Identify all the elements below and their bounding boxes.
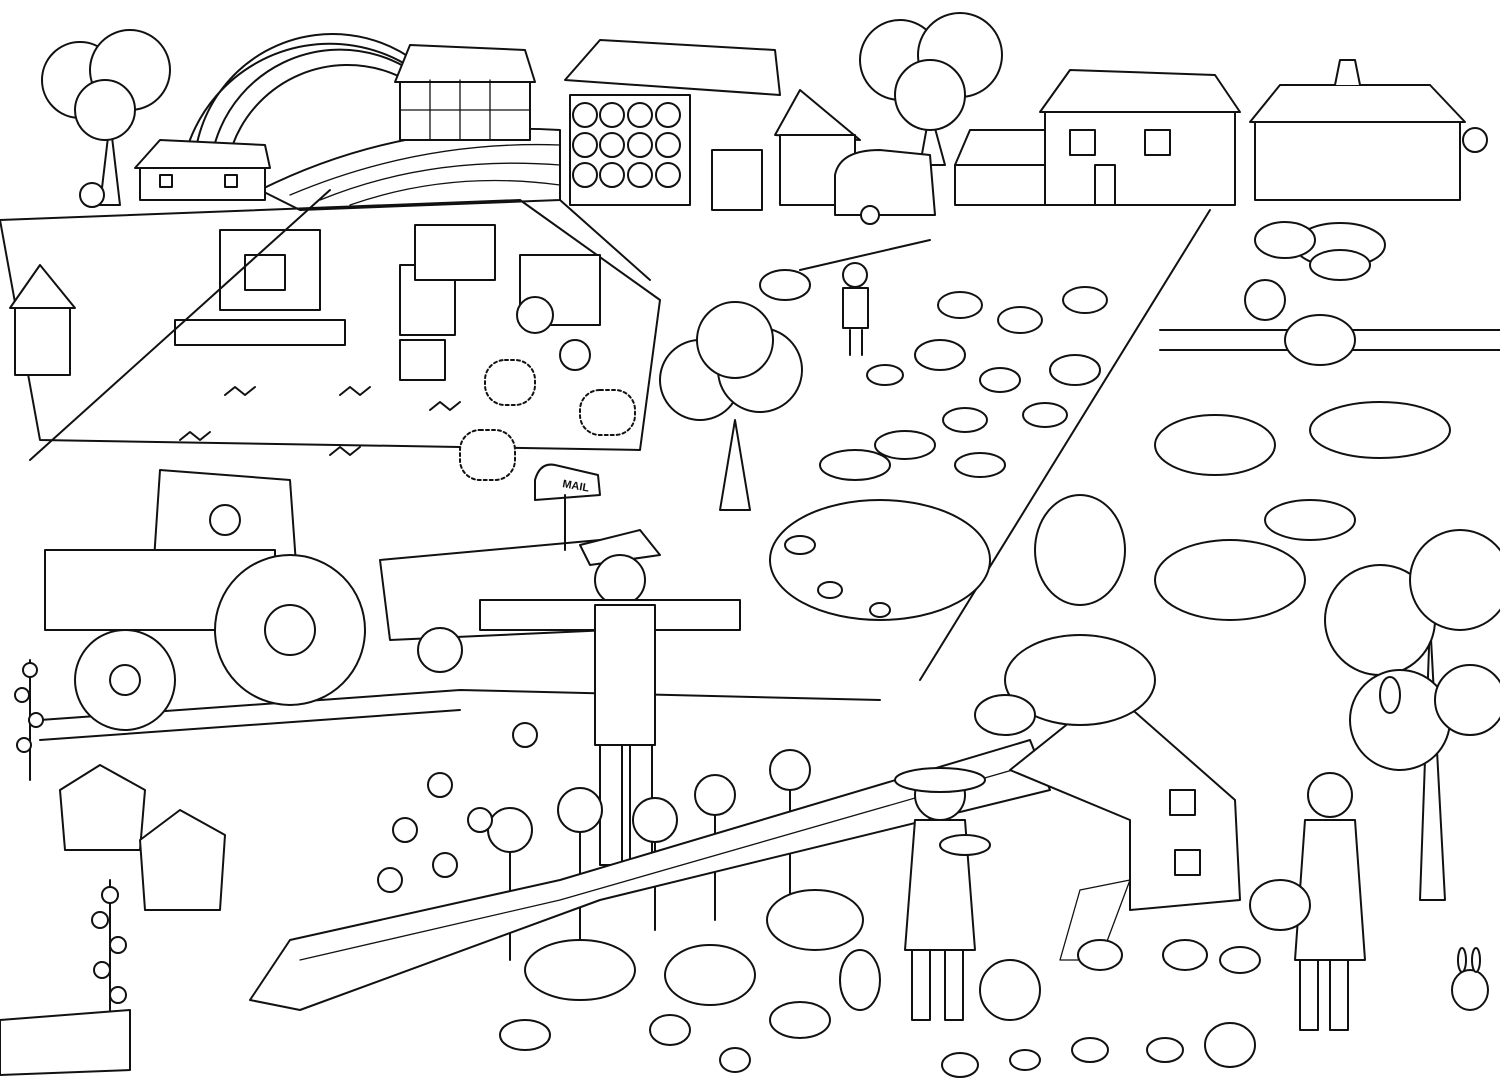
hollyhocks xyxy=(14,659,127,1011)
shed-left xyxy=(9,264,76,376)
hay-bales xyxy=(459,359,636,481)
farmhouse-left xyxy=(134,139,271,201)
barn-timber xyxy=(394,44,536,141)
cottage xyxy=(954,69,1241,206)
mailbox-label: MAIL xyxy=(561,478,590,495)
weathervane-cupola xyxy=(1334,59,1361,86)
mailbox: MAIL xyxy=(534,463,601,551)
tractor-with-trailer xyxy=(399,224,496,381)
hay-barn xyxy=(564,39,781,211)
cartwheel xyxy=(1462,127,1488,153)
sheep-flock xyxy=(759,269,1108,433)
owl xyxy=(1379,676,1401,714)
farmer-driver xyxy=(209,504,241,536)
tree-left xyxy=(41,29,171,208)
tire-swing xyxy=(79,182,105,208)
combine-harvester xyxy=(174,229,346,346)
sunflowers xyxy=(487,749,811,961)
tree-top xyxy=(859,12,1003,166)
plowed-field xyxy=(0,127,661,451)
big-tractor xyxy=(44,469,611,731)
cabbages xyxy=(377,722,538,893)
fruit-basket xyxy=(1249,879,1311,931)
pigs xyxy=(499,889,864,1073)
stone-wall xyxy=(0,739,1051,1076)
birds xyxy=(179,386,461,456)
cows xyxy=(974,314,1451,736)
shepherd xyxy=(842,262,869,356)
rabbit xyxy=(1451,947,1489,1011)
hay-baler xyxy=(516,254,601,371)
chickens xyxy=(839,939,1261,1078)
goose xyxy=(1204,1022,1256,1068)
farm-girl xyxy=(894,767,991,1021)
duck-pond xyxy=(769,499,991,621)
woman-with-basket xyxy=(1249,772,1366,1031)
tree-middle xyxy=(659,301,803,511)
goats-and-horses xyxy=(819,221,1386,481)
beehives xyxy=(59,764,226,911)
apple-tree-right xyxy=(1324,529,1500,901)
caravan xyxy=(834,149,936,225)
seed-bowl xyxy=(939,834,991,856)
stable xyxy=(1249,59,1488,201)
small-tractor xyxy=(711,149,763,211)
chicken-coop xyxy=(1009,689,1241,961)
